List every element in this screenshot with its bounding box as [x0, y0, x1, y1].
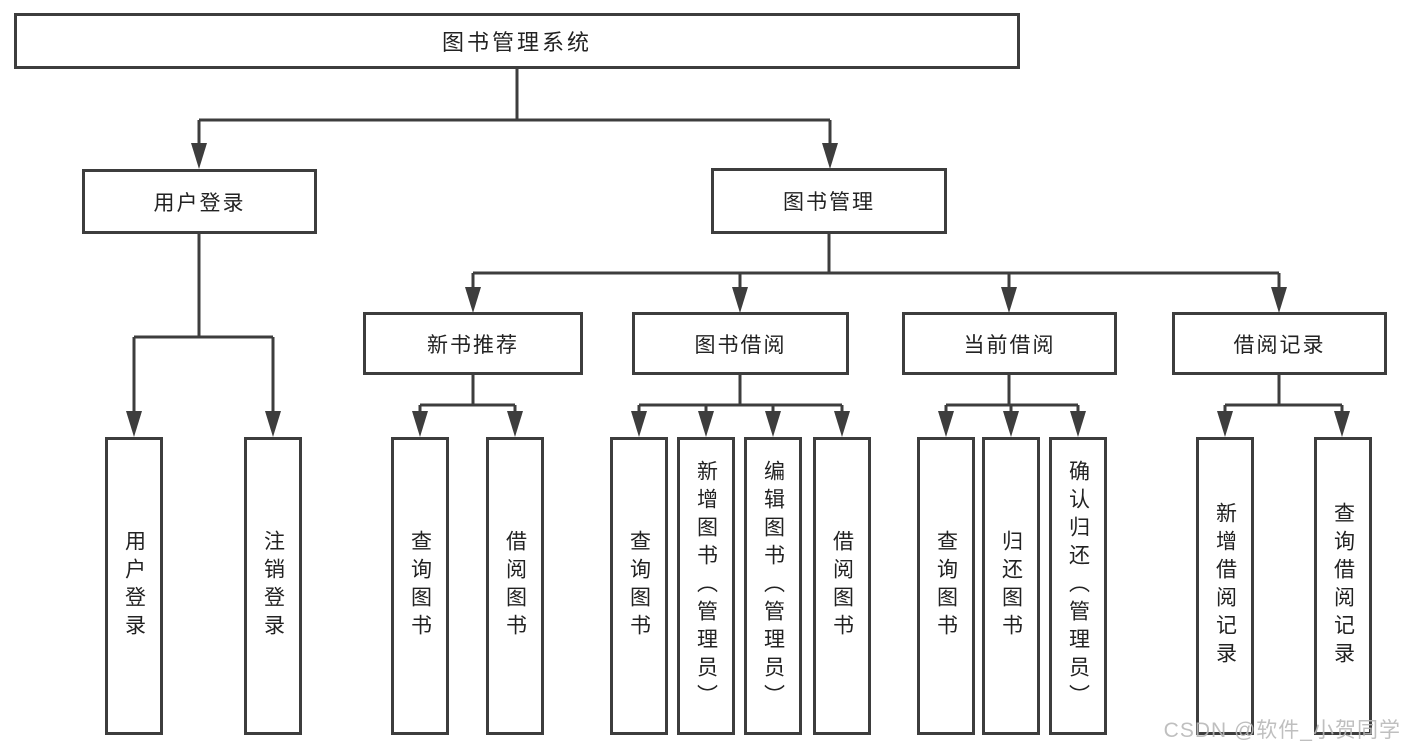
leaf-add-books-admin: 新增图书（管理员） [677, 437, 735, 735]
connector-trunk-lines [134, 68, 1342, 407]
leaf-query-books-borrowing: 查询图书 [610, 437, 668, 735]
leaf-edit-books-admin: 编辑图书（管理员） [744, 437, 802, 735]
node-borrowing-records: 借阅记录 [1172, 312, 1387, 375]
leaf-logout: 注销登录 [244, 437, 302, 735]
node-user-login: 用户登录 [82, 169, 317, 234]
node-book-management: 图书管理 [711, 168, 947, 234]
leaf-borrow-books-recommend: 借阅图书 [486, 437, 544, 735]
leaf-borrow-books-borrowing: 借阅图书 [813, 437, 871, 735]
leaf-query-borrow-record: 查询借阅记录 [1314, 437, 1372, 735]
node-library-system: 图书管理系统 [14, 13, 1020, 69]
leaf-confirm-return-admin: 确认归还（管理员） [1049, 437, 1107, 735]
leaf-query-books-current: 查询图书 [917, 437, 975, 735]
leaf-add-borrow-record: 新增借阅记录 [1196, 437, 1254, 735]
connector-arrow-stems [132, 120, 1344, 414]
leaf-query-books-recommend: 查询图书 [391, 437, 449, 735]
csdn-watermark: CSDN @软件_小贺同学 [1163, 719, 1401, 742]
leaf-user-login: 用户登录 [105, 437, 163, 735]
leaf-return-books: 归还图书 [982, 437, 1040, 735]
node-current-borrowing: 当前借阅 [902, 312, 1117, 375]
node-book-borrowing: 图书借阅 [632, 312, 849, 375]
node-new-book-recommendation: 新书推荐 [363, 312, 583, 375]
